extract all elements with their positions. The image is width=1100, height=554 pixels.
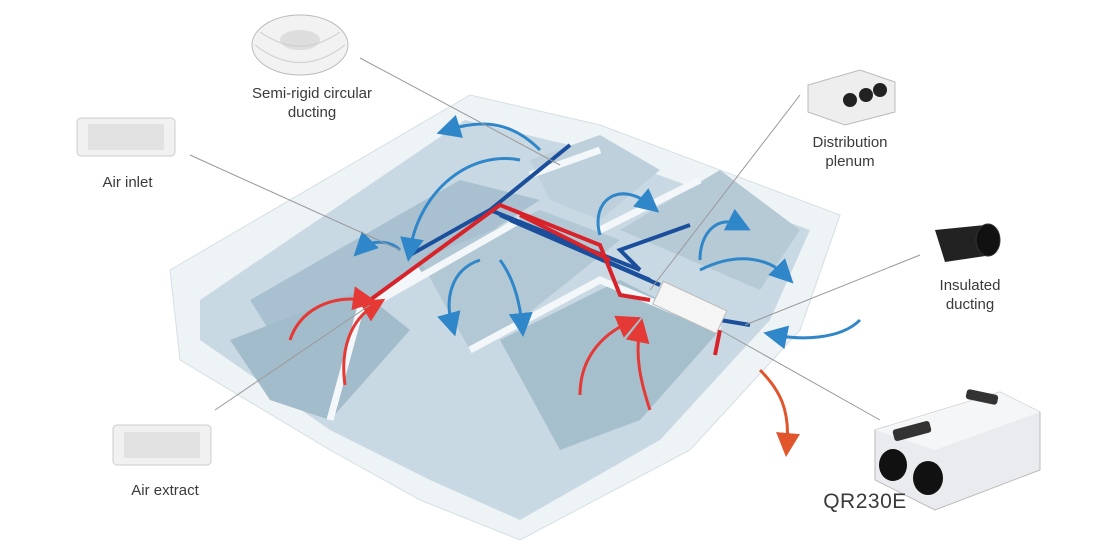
label-line: plenum [825,153,875,170]
leader-lines [189,57,921,421]
label-line: ducting [287,104,337,121]
insulated-ducting-image [935,223,1001,262]
extract-airflow-arrows [288,286,652,411]
insulated-ducting-label: Insulated ducting [920,276,1020,314]
distribution-plenum-label: Distribution plenum [795,133,905,171]
air-extract-label: Air extract [131,482,199,499]
house-shell [169,94,841,541]
air-inlet-label: Air inlet [102,174,153,191]
heat-recovery-unit [652,280,728,335]
semi-rigid-ducting-coil-image [251,14,349,76]
distribution-plenum-image [807,69,896,126]
air-inlet-vent-image [76,117,176,157]
label-line: Semi-rigid circular [251,85,373,102]
qr230e-unit-image [874,389,1041,511]
semi-rigid-ducting-label: Semi-rigid circular ducting [232,84,392,122]
label-line: Distribution [812,134,888,151]
label-line: ducting [945,296,995,313]
supply-airflow-arrows [353,114,862,350]
exhaust-arrow [758,368,800,457]
extract-ducts [368,202,722,356]
air-extract-vent-image [112,424,212,466]
unit-model-label: QR230E [823,490,907,513]
label-line: Insulated [939,277,1001,294]
